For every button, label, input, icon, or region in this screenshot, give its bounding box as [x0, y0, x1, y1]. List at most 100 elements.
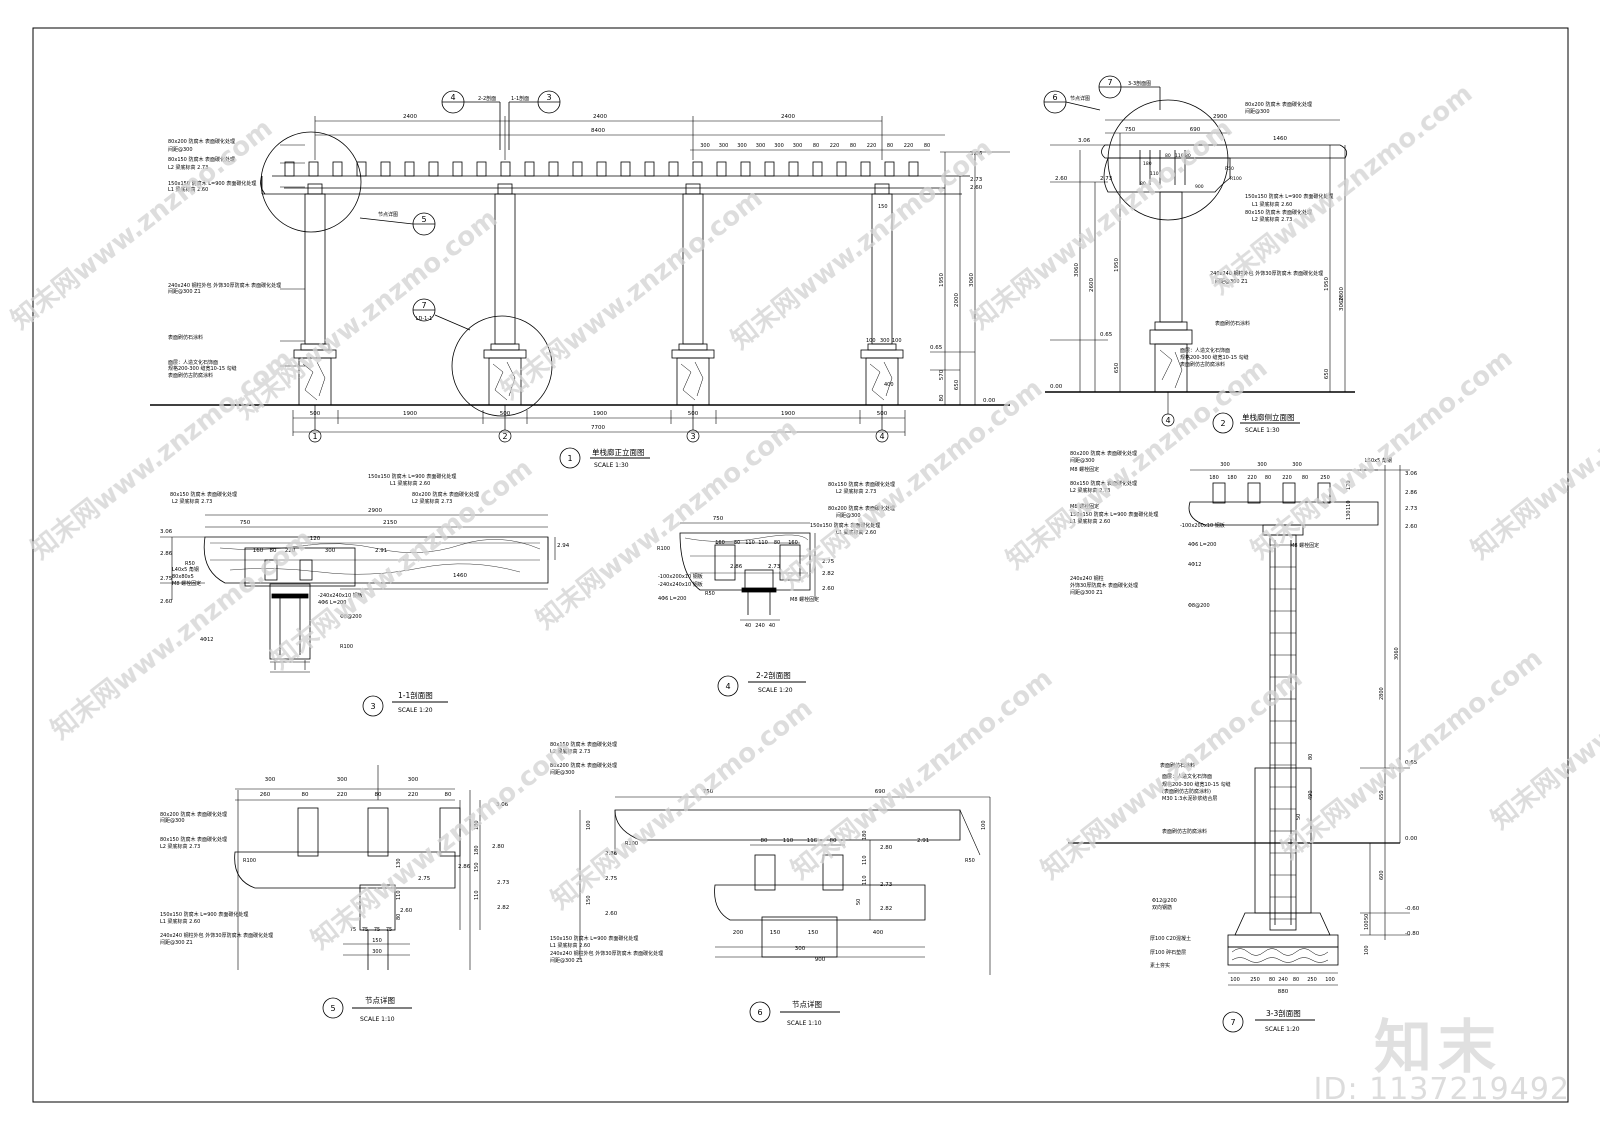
d7-note: M8 螺栓固定	[1070, 466, 1099, 473]
watermark-text: 知末网www.znzmo.com	[231, 203, 503, 425]
d2-callout-6-text: 节点详图	[1070, 95, 1090, 102]
d6-right-dim: 180	[862, 830, 868, 840]
d6-level-mark: 2.75	[605, 876, 618, 882]
d1-mini-dim: 400	[884, 382, 894, 388]
watermark-text: 知末网www.znzmo.com	[966, 113, 1238, 335]
d7-note: L2 梁底标高 2.73	[1070, 487, 1110, 494]
d6-dim-bottom: 200	[733, 930, 744, 936]
d7-dim-top: 300	[1220, 462, 1230, 468]
d3-note: Φ8@200	[340, 614, 362, 620]
d1-dim-spacing: 80	[813, 143, 819, 149]
d1-note: 240x240 钢柱外包 外饰30厚防腐木 表面碳化处理	[168, 282, 281, 289]
d6-dim-bottom: 150	[808, 930, 819, 936]
d5-dim-bottom: 75	[362, 927, 368, 933]
d1-mini-dim: 100	[892, 338, 902, 344]
axis-4: 4	[879, 432, 884, 441]
d3-dim: 2150	[383, 520, 397, 526]
d7-note: 表面刷仿古防腐涂料	[1162, 828, 1207, 835]
axis-d2: 4	[1165, 416, 1170, 425]
d7-dim-bottom: 80	[1293, 977, 1299, 983]
d5-note: 间距@300 Z1	[160, 939, 193, 946]
d2-small-dim: 900	[1195, 184, 1204, 190]
d2-dim-total: 2900	[1213, 114, 1227, 120]
d7-level-mark: -0.60	[1405, 906, 1420, 912]
axis-2: 2	[502, 432, 507, 441]
d7-dim-right: 100	[1364, 945, 1370, 955]
d3-note: L2 梁底标高 2.73	[412, 498, 452, 505]
d7-note: 80x200 防腐木 表面碳化处理	[1070, 450, 1137, 457]
d5-right-dim: 110	[474, 890, 480, 900]
d1-dim-bottom: 500	[310, 411, 321, 417]
d1-dim-spacing: 300	[793, 143, 803, 149]
d1-dim-bottom: 1900	[403, 411, 417, 417]
d6-dim-bottom: 900	[815, 957, 826, 963]
d2-level-mark: 2.60	[1055, 176, 1068, 182]
d5-dim-sub: 80	[302, 792, 309, 798]
d4-level-mark: 2.60	[822, 586, 835, 592]
d7-note: 间距@300	[1070, 457, 1095, 464]
d5-dim-sub: 260	[260, 792, 271, 798]
d7-dim-right: 50	[1296, 814, 1302, 820]
drawing-5-title: 节点详图	[365, 995, 395, 1005]
image-id-label: ID: 1137219492	[1313, 1072, 1570, 1107]
d5-right-dim: 80	[396, 914, 402, 920]
d2-small-dim: 110	[1175, 153, 1184, 159]
d5-level-mark: 2.60	[400, 908, 413, 914]
d1-note: 间距@300	[168, 146, 193, 153]
d4-dim: 40	[769, 623, 775, 629]
callout-5-number: 5	[421, 215, 426, 224]
d3-level-mark: 2.91	[375, 548, 387, 554]
d7-dim-bottom: 250	[1307, 977, 1317, 983]
d2-note: L2 梁底标高 2.73	[1252, 216, 1292, 223]
d1-note: 规格200-300 缝宽10-15 勾缝	[168, 365, 237, 372]
d7-dim-bottom: 250	[1250, 977, 1260, 983]
d5-right-dim: 110	[396, 890, 402, 900]
d1-dim-spacing: 300	[700, 143, 710, 149]
d1-level-mark: 0.65	[930, 345, 943, 351]
d5-note: R100	[243, 858, 256, 864]
d4-note: 150x150 防腐木 表面碳化处理	[810, 522, 880, 529]
d1-dim-spacing: 80	[887, 143, 893, 149]
d1-dim-bottom: 500	[877, 411, 888, 417]
callout-7-text: LD-1-1	[416, 316, 433, 322]
axis-1: 1	[312, 432, 317, 441]
d3-dim: 160	[253, 548, 264, 554]
drawing-2-title: 单栈廊侧立面图	[1242, 412, 1295, 422]
d2-note: 80x200 防腐木 表面碳化处理	[1245, 101, 1312, 108]
d1-dim-bottom: 1900	[781, 411, 795, 417]
d5-note: 间距@300	[160, 817, 185, 824]
d5-level-mark: 2.86	[458, 864, 471, 870]
d5-dim-sub: 220	[337, 792, 348, 798]
d2-dim-left: 1950	[1114, 258, 1120, 272]
d4-note: -240x240x10 钢板	[658, 581, 703, 588]
d6-level-mark: 2.91	[917, 838, 929, 844]
watermark-text: 知末网www.znzmo.com	[306, 733, 578, 955]
detail-circle-5	[260, 131, 362, 233]
drawing-2-scale: SCALE 1:30	[1245, 427, 1280, 434]
callout-4-text: 2-2剖面	[478, 95, 496, 102]
watermark-text: 知末网www.znzmo.com	[46, 523, 318, 745]
d2-note: 间距@300 Z1	[1215, 278, 1248, 285]
d2-level-mark: 2.73	[1100, 176, 1113, 182]
d4-dim: 160	[715, 540, 725, 546]
d5-level-mark: 2.75	[418, 876, 431, 882]
d1-dim-bottom: 500	[688, 411, 699, 417]
drawing-1-front-elevation: 1 2 3 4 4 2-2剖面 3 1-1剖面 5 节点详图 7 LD-1-1 …	[150, 90, 1010, 469]
d1-dim-spacing: 300	[719, 143, 729, 149]
d7-level-mark: 2.86	[1405, 490, 1418, 496]
d1-level-mark: 2.60	[970, 185, 983, 191]
d6-right-dim: 50	[856, 899, 862, 905]
d6-note: 150x150 防腐木 L=900 表面碳化处理	[550, 935, 638, 942]
d3-note: M8 螺栓固定	[172, 580, 201, 587]
d5-note: 80x200 防腐木 表面碳化处理	[160, 811, 227, 818]
watermark-text: 知末网www.znzmo.com	[776, 373, 1048, 595]
d7-note: 间距@300 Z1	[1070, 589, 1103, 596]
d7-note: 素土夯实	[1150, 962, 1170, 969]
d2-note: 表面刷仿石涂料	[1215, 320, 1250, 327]
d7-note: 80x150 防腐木 表面碳化处理	[1070, 480, 1137, 487]
d4-dim: 80	[734, 540, 740, 546]
d6-level-mark: 2.73	[880, 882, 893, 888]
d7-level-mark: 2.60	[1405, 524, 1418, 530]
